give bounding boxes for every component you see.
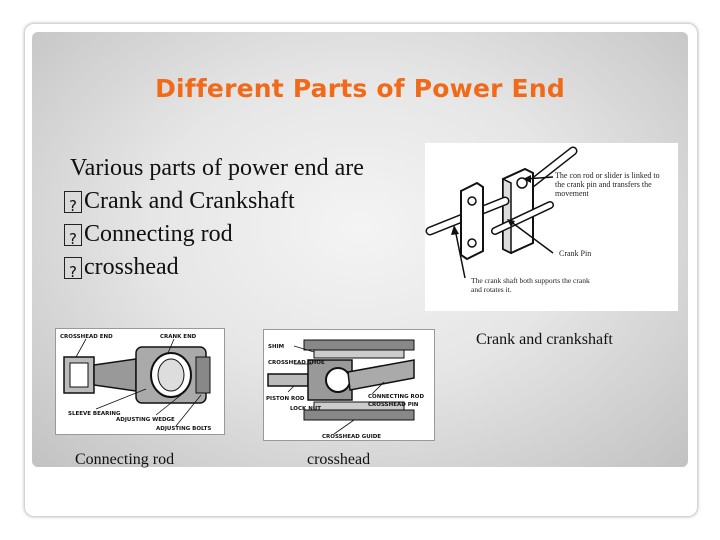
crank-caption: Crank and crankshaft: [476, 331, 613, 348]
crank-diagram: The con rod or slider is linked to the c…: [425, 146, 662, 294]
bullet-label: Connecting rod: [84, 221, 233, 247]
connecting-rod-diagram: CROSSHEAD END CRANK END SLEEVE BEARING A…: [60, 334, 211, 432]
svg-text:The con rod or slider is linke: The con rod or slider is linked to the c…: [555, 171, 662, 198]
connecting-rod-image: CROSSHEAD END CRANK END SLEEVE BEARING A…: [55, 328, 225, 435]
connecting-rod-label: CONNECTING ROD: [368, 394, 424, 400]
bullet-label: crosshead: [84, 254, 179, 280]
svg-text:The crank shaft both supports: The crank shaft both supports the crank …: [471, 276, 592, 294]
crosshead-caption: crosshead: [307, 451, 371, 468]
adjusting-wedge-label: ADJUSTING WEDGE: [116, 417, 175, 423]
sleeve-bearing-label: SLEEVE BEARING: [68, 411, 121, 417]
crank-end-label: CRANK END: [160, 334, 197, 340]
bullet-item: crosshead: [64, 251, 364, 289]
crankshaft-note-line: The crank shaft both supports the crank: [471, 276, 590, 285]
missing-glyph-icon: [64, 256, 82, 289]
crosshead-pin-label: CROSSHEAD PIN: [368, 402, 419, 408]
crank-image: The con rod or slider is linked to the c…: [425, 143, 678, 311]
lock-nut-label: LOCK NUT: [290, 406, 321, 412]
intro-text: Various parts of power end are: [70, 155, 364, 181]
crosshead-guide-label: CROSSHEAD GUIDE: [322, 434, 381, 440]
slide-title: Different Parts of Power End: [155, 74, 565, 103]
crosshead-end-label: CROSSHEAD END: [60, 334, 113, 340]
crosshead-diagram: SHIM CROSSHEAD SHOE PISTON ROD LOCK NUT …: [266, 339, 424, 440]
connecting-rod-caption: Connecting rod: [75, 451, 175, 468]
piston-rod-label: PISTON ROD: [266, 396, 305, 402]
bullet-item: Connecting rod: [64, 218, 364, 256]
missing-glyph-icon: [64, 223, 82, 256]
crank-note-line: The con rod or slider is linked to: [555, 171, 660, 180]
crank-note-line: movement: [555, 189, 590, 198]
crosshead-shoe-label: CROSSHEAD SHOE: [268, 360, 325, 366]
adjusting-bolts-label: ADJUSTING BOLTS: [156, 426, 211, 432]
shim-label: SHIM: [268, 344, 284, 350]
crankshaft-note-line: and rotates it.: [471, 285, 512, 294]
bullet-item: Crank and Crankshaft: [64, 185, 364, 223]
bullet-label: Crank and Crankshaft: [84, 188, 295, 214]
crosshead-image: SHIM CROSSHEAD SHOE PISTON ROD LOCK NUT …: [263, 329, 435, 441]
crank-pin-label: Crank Pin: [559, 249, 591, 258]
slide-body: Various parts of power end are Crank and…: [64, 152, 364, 289]
crank-note-line: the crank pin and transfers the: [555, 180, 652, 189]
missing-glyph-icon: [64, 190, 82, 223]
